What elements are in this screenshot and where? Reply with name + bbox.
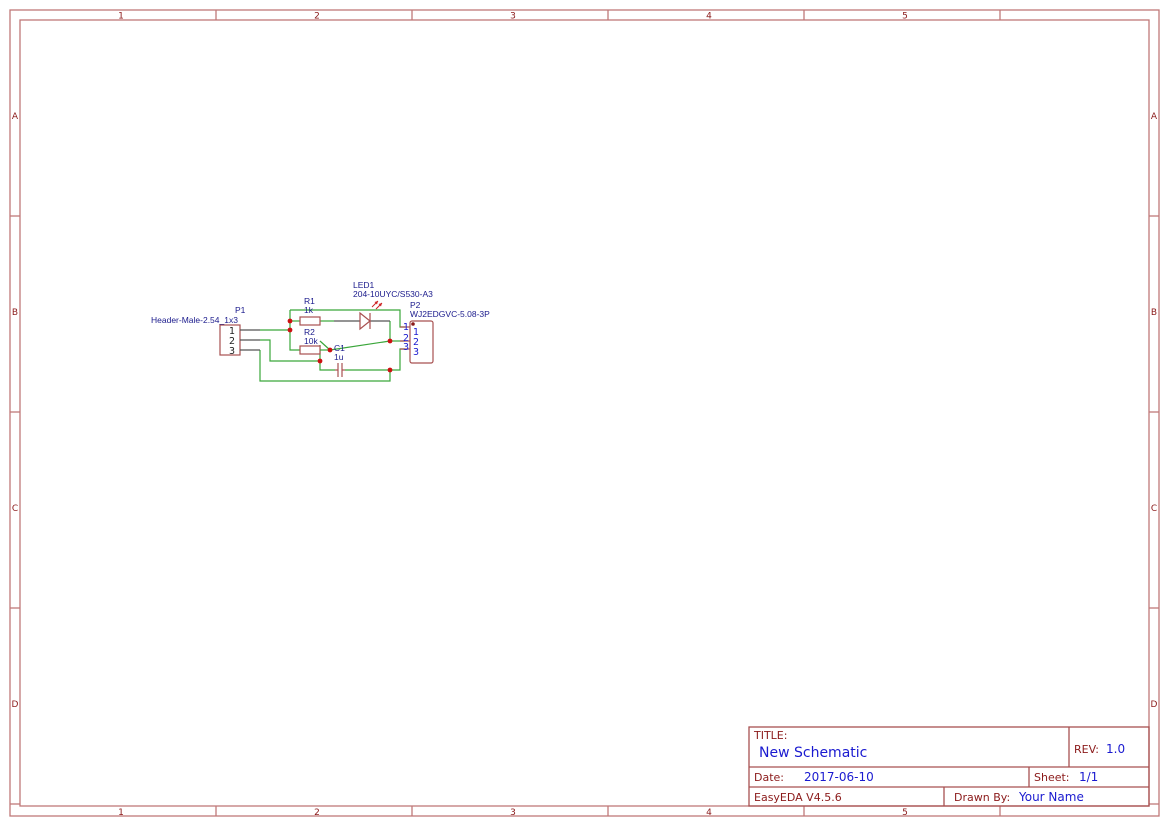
c1-value: 1u xyxy=(334,352,344,362)
led1-value: 204-10UYC/S530-A3 xyxy=(353,289,433,299)
junction-dot xyxy=(387,367,393,373)
r2-value: 10k xyxy=(304,336,318,346)
date-value[interactable]: 2017-06-10 xyxy=(804,770,874,784)
row-label-left: A xyxy=(12,112,19,122)
sheet-value[interactable]: 1/1 xyxy=(1079,770,1098,784)
led1-body[interactable] xyxy=(359,311,371,331)
wire-net[interactable] xyxy=(329,340,391,351)
row-label-right: B xyxy=(1151,308,1157,318)
p2-outer-pin-number: 3 xyxy=(403,342,409,353)
rev-label: REV: xyxy=(1074,743,1099,756)
column-ticks-top xyxy=(215,10,1001,20)
column-ticks-bottom xyxy=(215,806,1001,816)
p2-pin1-marker xyxy=(411,322,415,326)
column-label-bottom: 5 xyxy=(902,808,908,818)
p2-outer-pin-number: 1 xyxy=(403,322,409,333)
p2-value: WJ2EDGVC-5.08-3P xyxy=(410,309,490,319)
r1-body[interactable] xyxy=(299,316,321,326)
column-label-top: 5 xyxy=(902,12,908,22)
wire-net[interactable] xyxy=(259,350,391,382)
component-led1[interactable] xyxy=(359,300,383,331)
inner-frame xyxy=(19,19,1150,807)
title-value[interactable]: New Schematic xyxy=(759,745,867,761)
title-label: TITLE: xyxy=(753,729,787,742)
row-label-right: C xyxy=(1151,504,1157,514)
column-label-bottom: 1 xyxy=(118,808,124,818)
row-label-right: D xyxy=(1151,700,1158,710)
column-label-bottom: 3 xyxy=(510,808,516,818)
column-label-top: 1 xyxy=(118,12,124,22)
p2-pin-number: 3 xyxy=(413,347,419,358)
r1-value: 1k xyxy=(304,305,314,315)
junction-dot xyxy=(287,327,293,333)
column-label-bottom: 2 xyxy=(314,808,320,818)
drawn-by-value[interactable]: Your Name xyxy=(1018,790,1084,804)
r2-designator: R2 xyxy=(304,327,315,337)
component-r2[interactable] xyxy=(299,345,330,355)
column-label-top: 4 xyxy=(706,12,712,22)
junction-dot xyxy=(287,318,293,324)
date-label: Date: xyxy=(754,771,784,784)
p1-designator: P1 xyxy=(235,305,246,315)
outer-frame xyxy=(9,9,1160,817)
r2-body[interactable] xyxy=(299,345,321,355)
junctions xyxy=(287,318,393,373)
component-r1[interactable] xyxy=(299,316,321,326)
row-label-left: B xyxy=(12,308,18,318)
row-label-left: D xyxy=(12,700,19,710)
title-block xyxy=(748,726,1150,807)
sheet-label: Sheet: xyxy=(1034,771,1070,784)
component-p2[interactable]: 1 2 3 1 2 3 xyxy=(400,320,434,364)
led1-designator: LED1 xyxy=(353,280,375,290)
column-label-bottom: 4 xyxy=(706,808,712,818)
software-version: EasyEDA V4.5.6 xyxy=(754,791,842,804)
row-label-right: A xyxy=(1151,112,1158,122)
p2-pin-number: 1 xyxy=(413,327,419,338)
light-emission-icon xyxy=(371,300,383,310)
wire-net[interactable] xyxy=(319,345,335,371)
junction-dot xyxy=(387,338,393,344)
r1-designator: R1 xyxy=(304,296,315,306)
p1-pin-number: 2 xyxy=(229,336,235,347)
component-c1[interactable] xyxy=(335,363,345,377)
column-label-top: 3 xyxy=(510,12,516,22)
rev-value[interactable]: 1.0 xyxy=(1106,742,1125,756)
wires xyxy=(259,309,405,382)
p2-designator: P2 xyxy=(410,300,421,310)
p2-body[interactable] xyxy=(409,320,434,364)
wire-net[interactable] xyxy=(260,339,320,362)
column-label-top: 2 xyxy=(314,12,320,22)
p1-pin-number: 3 xyxy=(229,346,235,357)
p2-outer-pin-number: 2 xyxy=(403,333,409,344)
row-ticks xyxy=(10,215,1159,805)
junction-dot xyxy=(317,358,323,364)
junction-dot xyxy=(327,347,333,353)
p1-pin-number: 1 xyxy=(229,326,235,337)
c1-designator: C1 xyxy=(334,343,345,353)
drawn-by-label: Drawn By: xyxy=(954,791,1010,804)
p2-pin-number: 2 xyxy=(413,337,419,348)
p1-value: Header-Male-2.54_1x3 xyxy=(151,315,238,325)
row-label-left: C xyxy=(12,504,18,514)
component-p1[interactable]: 1 2 3 xyxy=(219,324,260,357)
